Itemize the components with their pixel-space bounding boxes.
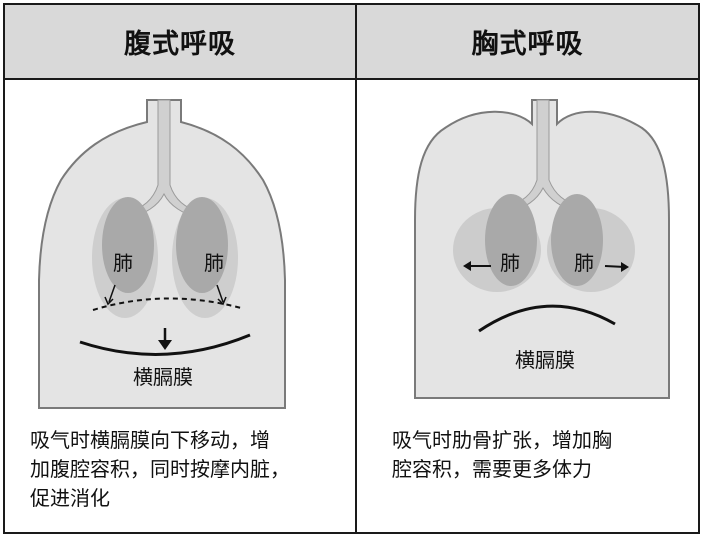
- torso-outline: [414, 99, 670, 399]
- lung-right: [551, 194, 603, 286]
- comparison-frame: 腹式呼吸 肺 肺 横膈膜: [3, 3, 700, 534]
- lung-right-label: 肺: [574, 251, 594, 275]
- lung-right: [176, 197, 228, 293]
- lung-left-label: 肺: [113, 251, 133, 275]
- panel-title: 腹式呼吸: [5, 5, 355, 80]
- description: 吸气时横膈膜向下移动，增 加腹腔容积，同时按摩内脏， 促进消化: [30, 428, 290, 510]
- panel-title: 胸式呼吸: [357, 5, 698, 80]
- lung-right-label: 肺: [204, 251, 224, 275]
- lung-right-down-arrow-icon: [216, 284, 224, 303]
- lung-left-label: 肺: [500, 251, 520, 275]
- diaphragm-line: [79, 333, 251, 356]
- panel-chest-breathing: 胸式呼吸 肺 肺 横膈膜 吸气时肋骨扩张，增加胸 腔容积，需要更多体: [357, 5, 698, 532]
- description: 吸气时肋骨扩张，增加胸 腔容积，需要更多体力: [392, 428, 612, 481]
- diaphragm-label: 横膈膜: [515, 348, 575, 372]
- lung-left: [485, 194, 537, 286]
- diaphragm-line: [478, 304, 616, 333]
- abdominal-breathing-illustration: 肺 肺 横膈膜: [38, 99, 286, 409]
- lung-left-down-arrow-icon: [108, 284, 116, 303]
- lung-left: [102, 197, 154, 293]
- torso-outline: [38, 99, 286, 409]
- diaphragm-original-position: [92, 297, 242, 311]
- diaphragm-label: 横膈膜: [133, 365, 193, 389]
- chest-breathing-illustration: 肺 肺 横膈膜: [414, 99, 670, 399]
- panel-abdominal-breathing: 腹式呼吸 肺 肺 横膈膜: [5, 5, 357, 532]
